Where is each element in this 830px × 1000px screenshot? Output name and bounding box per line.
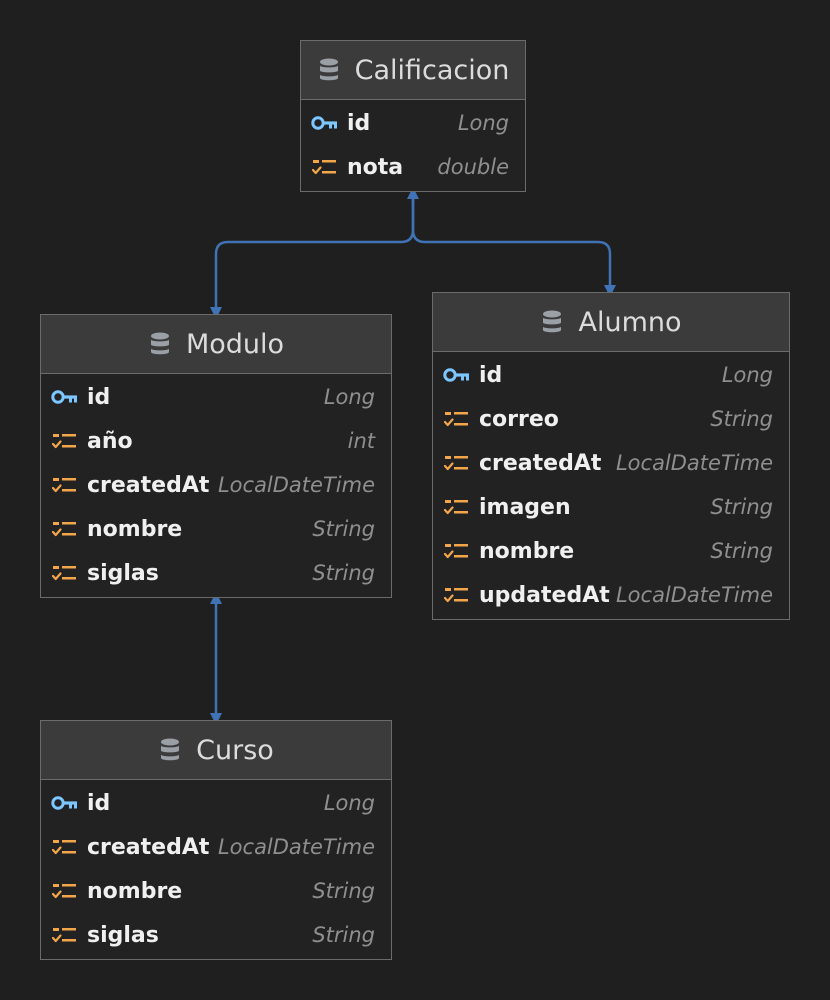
field-icon xyxy=(443,542,471,560)
field-name: id xyxy=(347,110,371,136)
field-type: String xyxy=(312,923,375,947)
field-type: String xyxy=(710,495,773,519)
entity-fields-curso: id Long createdAt LocalDateTime xyxy=(41,780,391,957)
field-type: LocalDateTime xyxy=(615,583,773,607)
field-icon xyxy=(443,410,471,428)
database-icon xyxy=(161,738,180,761)
entity-header-curso[interactable]: Curso xyxy=(41,721,391,780)
entity-fields-alumno: id Long correo String xyxy=(433,352,789,617)
field-icon xyxy=(51,564,79,582)
field-icon xyxy=(311,158,339,176)
entity-title-modulo: Modulo xyxy=(185,328,285,360)
field-icon xyxy=(51,476,79,494)
field-row-calificacion-id[interactable]: id Long xyxy=(301,101,525,145)
field-type: Long xyxy=(457,111,509,135)
field-type: LocalDateTime xyxy=(217,473,375,497)
entity-fields-calificacion: id Long nota double xyxy=(301,100,525,189)
entity-fields-modulo: id Long año int xyxy=(41,374,391,595)
key-icon xyxy=(311,114,339,132)
key-icon xyxy=(443,366,471,384)
field-icon xyxy=(51,520,79,538)
field-icon xyxy=(443,586,471,604)
database-icon xyxy=(319,58,338,81)
field-row-alumno-createdat[interactable]: createdAt LocalDateTime xyxy=(433,441,789,485)
field-icon xyxy=(443,454,471,472)
entity-title-curso: Curso xyxy=(196,734,274,766)
field-row-alumno-correo[interactable]: correo String xyxy=(433,397,789,441)
database-icon xyxy=(543,310,562,333)
field-row-alumno-imagen[interactable]: imagen String xyxy=(433,485,789,529)
field-row-modulo-createdat[interactable]: createdAt LocalDateTime xyxy=(41,463,391,507)
relationship-connector-calificacion-alumno xyxy=(411,193,616,297)
field-type: LocalDateTime xyxy=(615,451,773,475)
field-row-calificacion-nota[interactable]: nota double xyxy=(301,145,525,189)
field-row-curso-id[interactable]: id Long xyxy=(41,781,391,825)
entity-header-modulo[interactable]: Modulo xyxy=(41,315,391,374)
field-type: double xyxy=(437,155,509,179)
field-icon xyxy=(443,498,471,516)
entity-curso[interactable]: Curso id Long xyxy=(40,720,392,960)
field-row-modulo-nombre[interactable]: nombre String xyxy=(41,507,391,551)
field-row-modulo-siglas[interactable]: siglas String xyxy=(41,551,391,595)
database-icon xyxy=(150,332,169,355)
field-row-curso-siglas[interactable]: siglas String xyxy=(41,913,391,957)
field-name: nombre xyxy=(87,516,183,542)
field-icon xyxy=(51,926,79,944)
field-name: id xyxy=(87,384,111,410)
field-name: createdAt xyxy=(87,472,210,498)
field-name: correo xyxy=(479,406,559,432)
field-type: String xyxy=(312,561,375,585)
field-icon xyxy=(51,838,79,856)
field-name: nota xyxy=(347,154,404,180)
field-icon xyxy=(51,432,79,450)
field-type: String xyxy=(710,407,773,431)
entity-title-alumno: Alumno xyxy=(578,306,682,338)
field-type: String xyxy=(312,517,375,541)
field-row-curso-nombre[interactable]: nombre String xyxy=(41,869,391,913)
field-type: int xyxy=(347,429,375,453)
field-type: Long xyxy=(721,363,773,387)
relationship-connector-calificacion-modulo xyxy=(210,193,415,319)
field-type: Long xyxy=(323,791,375,815)
field-row-curso-createdat[interactable]: createdAt LocalDateTime xyxy=(41,825,391,869)
field-row-alumno-updatedat[interactable]: updatedAt LocalDateTime xyxy=(433,573,789,617)
field-name: createdAt xyxy=(87,834,210,860)
key-icon xyxy=(51,794,79,812)
field-type: String xyxy=(312,879,375,903)
field-name: año xyxy=(87,428,133,454)
entity-alumno[interactable]: Alumno id Long xyxy=(432,292,790,620)
entity-calificacion[interactable]: Calificacion id Long xyxy=(300,40,526,192)
field-name: imagen xyxy=(479,494,571,520)
field-name: id xyxy=(479,362,503,388)
field-name: id xyxy=(87,790,111,816)
field-name: nombre xyxy=(87,878,183,904)
entity-header-calificacion[interactable]: Calificacion xyxy=(301,41,525,100)
field-type: String xyxy=(710,539,773,563)
field-row-modulo-id[interactable]: id Long xyxy=(41,375,391,419)
entity-modulo[interactable]: Modulo id Long xyxy=(40,314,392,598)
field-row-alumno-id[interactable]: id Long xyxy=(433,353,789,397)
field-type: Long xyxy=(323,385,375,409)
entity-title-calificacion: Calificacion xyxy=(354,54,510,86)
field-name: createdAt xyxy=(479,450,602,476)
field-type: LocalDateTime xyxy=(217,835,375,859)
entity-header-alumno[interactable]: Alumno xyxy=(433,293,789,352)
field-name: siglas xyxy=(87,560,159,586)
field-row-alumno-nombre[interactable]: nombre String xyxy=(433,529,789,573)
field-name: siglas xyxy=(87,922,159,948)
field-name: updatedAt xyxy=(479,582,610,608)
field-icon xyxy=(51,882,79,900)
key-icon xyxy=(51,388,79,406)
field-name: nombre xyxy=(479,538,575,564)
field-row-modulo-ano[interactable]: año int xyxy=(41,419,391,463)
